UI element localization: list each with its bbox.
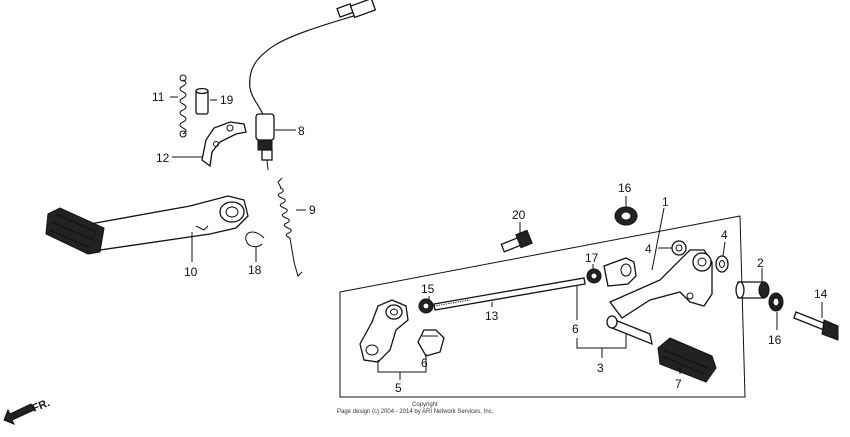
callout-5: 5 [395,381,402,395]
callout-7: 7 [675,377,682,391]
callout-1: 1 [662,195,669,209]
callout-20: 20 [512,208,526,222]
shaft-part-3 [606,315,653,346]
callout-14: 14 [814,287,828,301]
bolt-part-20 [500,229,533,253]
assembly-frame [339,215,746,398]
washer-part-4-right [715,255,729,273]
washer-part-16-upper [614,206,638,226]
nut-part-15 [418,298,434,314]
front-arrow-icon [3,403,35,425]
clip-part-18 [245,231,265,248]
joint-part-6-right [603,257,637,287]
copyright-line1: Copyright [412,402,438,408]
callout-labels: 11 19 12 8 9 10 18 20 16 1 4 4 2 14 16 1… [152,90,828,395]
callout-17: 17 [585,251,599,265]
copyright-line2: Page design (c) 2004 - 2014 by ARI Netwo… [337,409,494,415]
callout-6-left: 6 [421,356,428,370]
callout-3: 3 [597,361,604,375]
collar-part-19 [195,87,209,115]
callout-11: 11 [152,90,165,104]
lower-arm-part-5 [359,299,409,363]
spring-part-11 [179,74,187,138]
tie-rod-part-13 [433,277,586,311]
washer-part-4-left [671,240,687,256]
plate-part-12 [201,121,247,168]
brake-pedal-part-10 [45,195,249,255]
bolt-part-14 [793,311,839,341]
joint-part-6-left [417,329,445,357]
washer-part-16-right [768,292,784,312]
callout-16-upper: 16 [618,181,632,195]
callout-13: 13 [485,309,499,323]
callout-8: 8 [298,124,305,138]
leader-lines [170,96,823,380]
spring-part-9 [277,177,303,277]
callout-16-right: 16 [768,333,782,347]
nut-part-17 [586,268,602,284]
callout-10: 10 [184,265,198,279]
front-direction-label: FR. [31,397,52,415]
callout-18: 18 [248,263,262,277]
stop-switch-part-8 [249,0,377,171]
callout-15: 15 [421,282,435,296]
callout-4-right: 4 [721,228,728,242]
callout-4-left: 4 [645,242,652,256]
gearshift-arm-part-1 [608,249,713,319]
callout-9: 9 [309,203,316,217]
peg-rubber-part-7 [657,337,717,383]
callout-6-right: 6 [572,322,579,336]
callout-2: 2 [757,256,764,270]
collar-part-2 [735,281,770,299]
front-direction-indicator: FR. [3,397,52,425]
callout-12: 12 [156,151,170,165]
callout-19: 19 [220,93,234,107]
